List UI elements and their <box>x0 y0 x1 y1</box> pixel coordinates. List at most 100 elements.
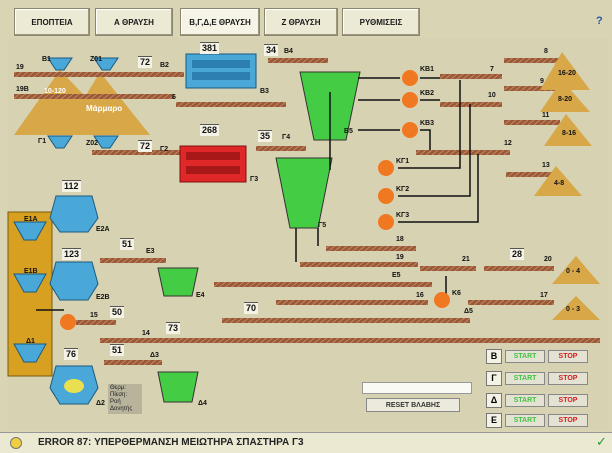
control-row-e: E START STOP <box>486 412 588 428</box>
motor-kg1 <box>378 160 394 176</box>
label-kg1: KΓ1 <box>396 158 410 165</box>
d2-core <box>64 379 84 393</box>
label-g4: Γ4 <box>282 134 291 141</box>
tab-overview[interactable]: ΕΠΟΠΤΕΙΑ <box>14 8 90 36</box>
value-51b: 51 <box>110 344 125 356</box>
label-12: 12 <box>504 140 512 147</box>
belt-9 <box>504 86 560 91</box>
product-16-20: 16-20 <box>558 70 576 77</box>
hopper-z02-shape <box>93 135 119 149</box>
product-4-8: 4-8 <box>554 180 565 187</box>
belt-18 <box>326 246 416 251</box>
crusher-g3-rotor2 <box>186 166 240 174</box>
belt-21 <box>420 266 476 271</box>
label-b3: B3 <box>260 88 269 95</box>
label-e5: E5 <box>392 272 401 279</box>
label-d2: Δ2 <box>96 400 105 407</box>
product-8-20: 8-20 <box>558 96 573 103</box>
label-b5: B5 <box>344 128 353 135</box>
stop-button[interactable]: STOP <box>548 349 588 363</box>
pile-8-20 <box>540 80 590 112</box>
crusher-b3-shape <box>185 53 257 89</box>
belt-12 <box>416 150 510 155</box>
belt-15 <box>76 320 116 325</box>
value-72b: 72 <box>138 140 153 152</box>
tab-a-crushing[interactable]: Α ΘΡΑΥΣΗ <box>95 8 173 36</box>
stop-button[interactable]: STOP <box>548 413 588 427</box>
bin-e1b-label: E1B <box>24 268 38 275</box>
product-8-16: 8-16 <box>562 130 577 137</box>
reset-fault-button[interactable]: RESET ΒΛΑΒΗΣ <box>366 398 460 412</box>
label-16: 16 <box>416 292 424 299</box>
alarm-icon[interactable] <box>10 437 22 449</box>
label-g3: Γ3 <box>250 176 259 183</box>
label-11: 11 <box>542 112 550 119</box>
label-6: 6 <box>172 94 176 101</box>
crusher-b3-rotor2 <box>192 72 250 80</box>
belt-d5 <box>222 318 470 323</box>
label-20: 20 <box>544 256 552 263</box>
value-268: 268 <box>200 124 220 136</box>
bin-d1-label: Δ1 <box>26 338 35 345</box>
bin-e1b-shape <box>13 273 47 293</box>
hopper-b1-label: B1 <box>42 56 51 63</box>
value-123: 123 <box>62 248 82 260</box>
crusher-e2a-shape <box>49 195 99 233</box>
tab-z-crushing[interactable]: Ζ ΘΡΑΥΣΗ <box>264 8 338 36</box>
motor-kb1 <box>402 70 418 86</box>
pile-0-3 <box>552 296 600 320</box>
belt-8 <box>504 58 560 63</box>
tab-bcde-crushing[interactable]: Β,Γ,Δ,Ε ΘΡΑΥΣΗ <box>180 8 260 36</box>
belt-6 <box>176 102 286 107</box>
label-e4: E4 <box>196 292 205 299</box>
label-g5: Γ5 <box>318 222 327 229</box>
label-g2: Γ2 <box>160 146 169 153</box>
label-7: 7 <box>490 66 494 73</box>
pile-16-20 <box>540 52 590 90</box>
tab-settings[interactable]: ΡΥΘΜΙΣΕΙΣ <box>342 8 420 36</box>
label-d3: Δ3 <box>150 352 159 359</box>
start-button[interactable]: START <box>505 371 545 385</box>
label-21: 21 <box>462 256 470 263</box>
start-button[interactable]: START <box>505 349 545 363</box>
hopper-z01-label: Z01 <box>90 56 103 63</box>
check-icon[interactable]: ✓ <box>596 435 607 450</box>
belts <box>14 58 600 365</box>
hopper-b1-shape <box>47 57 73 71</box>
start-button[interactable]: START <box>505 413 545 427</box>
stop-button[interactable]: STOP <box>548 393 588 407</box>
value-112: 112 <box>62 180 81 192</box>
crusher-b3-rotor <box>192 60 250 68</box>
control-key: Γ <box>486 370 502 386</box>
start-button[interactable]: START <box>505 393 545 407</box>
value-72a: 72 <box>138 56 153 68</box>
control-key: Δ <box>486 392 502 408</box>
pile-range-label: 10-120 <box>44 88 66 95</box>
hopper-z01-shape <box>93 57 119 71</box>
label-d5: Δ5 <box>464 308 473 315</box>
label-19: 19 <box>16 64 24 71</box>
motor-kg2 <box>378 188 394 204</box>
status-bar: ERROR 87: ΥΠΕΡΘΕΡΜΑΝΣΗ ΜΕΙΩΤΗΡΑ ΣΠΑΣΤΗΡΑ… <box>0 432 612 453</box>
label-e2b: E2B <box>96 294 110 301</box>
label-b4: B4 <box>284 48 293 55</box>
value-381: 381 <box>200 42 220 54</box>
sensor-vibrator: Δονητής <box>110 406 133 412</box>
stop-button[interactable]: STOP <box>548 371 588 385</box>
label-19c: 19 <box>396 254 404 261</box>
label-15: 15 <box>90 312 98 319</box>
belt-19c <box>300 262 418 267</box>
help-icon[interactable]: ? <box>596 15 603 27</box>
control-row-b: B START STOP <box>486 348 588 364</box>
motor-kb3 <box>402 122 418 138</box>
value-76: 76 <box>64 348 79 360</box>
pile-0-4 <box>552 256 600 284</box>
motor-kg3 <box>378 214 394 230</box>
belt-11 <box>504 120 560 125</box>
pile-8-16 <box>544 114 592 146</box>
label-b2: B2 <box>160 62 169 69</box>
sensor-info-panel: Θερμ: Πίεση: Ροή Δονητής <box>108 384 142 414</box>
product-0-3: 0 - 3 <box>566 306 581 313</box>
label-18: 18 <box>396 236 404 243</box>
belt-14 <box>100 338 600 343</box>
